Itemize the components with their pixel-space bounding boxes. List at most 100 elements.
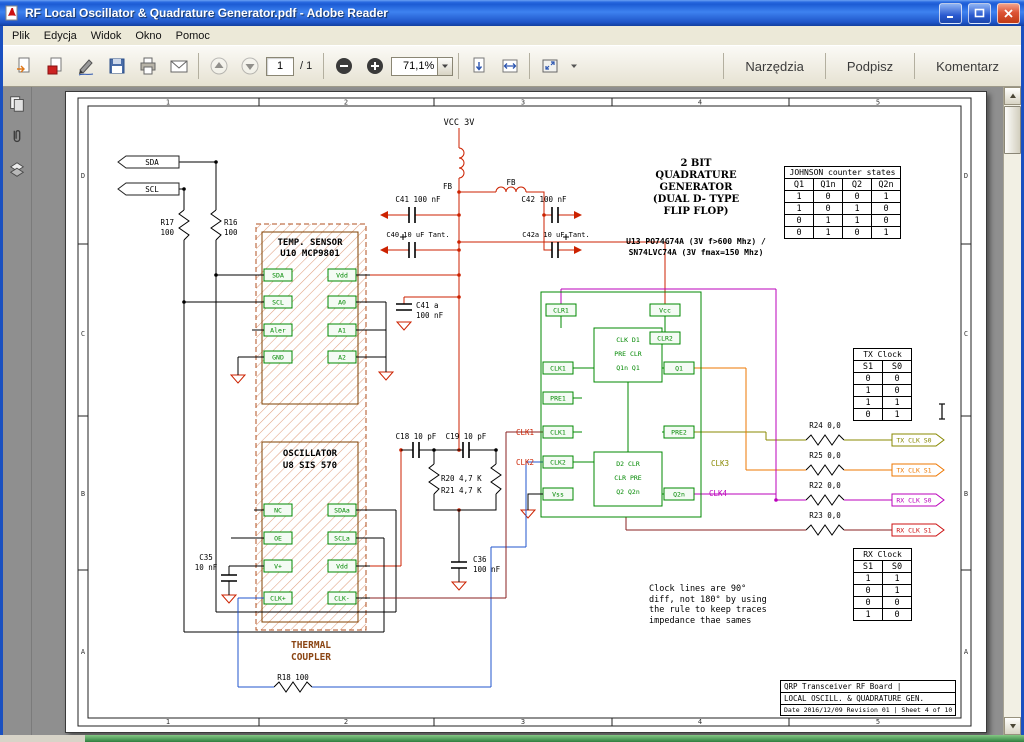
note-line: impedance thae sames	[649, 616, 767, 627]
c40-label: C40 10 uF Tant.	[386, 231, 449, 239]
scroll-up-button[interactable]	[1004, 87, 1021, 105]
c41a-label-1: C41 a	[416, 301, 439, 310]
file-tools-group	[9, 52, 193, 81]
scroll-down-button[interactable]	[1004, 717, 1021, 735]
ff2-row: CLR PRE	[614, 474, 641, 482]
page-thumbnails-icon[interactable]	[8, 95, 26, 113]
cell: 0	[872, 215, 901, 227]
sign-panel-button[interactable]: Podpisz	[831, 59, 909, 74]
u13-part-numbers: U13 PO74G74A (3V f>600 Mhz) / SN74LVC74A…	[561, 236, 831, 258]
heading-line: FLIP FLOP)	[606, 206, 786, 218]
ff-pin-label: CLK2	[550, 459, 566, 467]
pin-label: CLK+	[270, 595, 286, 603]
pin-label: A0	[338, 299, 346, 307]
attachments-paperclip-icon[interactable]	[8, 128, 26, 146]
heading-line: (DUAL D- TYPE	[606, 194, 786, 206]
tx-clock-table: TX Clock S1 S0 00 10 11 01	[853, 348, 912, 421]
cell: 0	[814, 203, 843, 215]
r22-label: R22 0,0	[809, 481, 841, 490]
zoom-dropdown-button[interactable]	[437, 58, 452, 75]
fit-width-icon	[500, 56, 520, 76]
page-number-input[interactable]: 1	[266, 57, 294, 76]
maximize-button[interactable]	[968, 3, 991, 24]
r23-label: R23 0,0	[809, 511, 841, 520]
email-icon	[169, 56, 189, 76]
page-total-label: / 1	[300, 60, 312, 72]
email-button[interactable]	[164, 52, 193, 81]
cell: 0	[785, 215, 814, 227]
heading-line: GENERATOR	[606, 182, 786, 194]
ff-pin-label: CLR2	[657, 335, 673, 343]
print-button[interactable]	[133, 52, 162, 81]
zoom-out-button[interactable]	[329, 52, 358, 81]
open-file-button[interactable]	[9, 52, 38, 81]
r17-ref: R17	[160, 218, 174, 227]
grid-label: 4	[698, 718, 702, 726]
sign-button[interactable]	[71, 52, 100, 81]
minimize-icon	[945, 8, 956, 19]
ff-pin-label: Q1	[675, 365, 683, 373]
menu-plik[interactable]: Plik	[5, 28, 37, 44]
cell: 0	[854, 597, 883, 609]
zoom-in-button[interactable]	[360, 52, 389, 81]
create-pdf-button[interactable]	[40, 52, 69, 81]
fullscreen-button[interactable]	[535, 52, 564, 81]
menu-edycja[interactable]: Edycja	[37, 28, 84, 44]
menu-widok[interactable]: Widok	[84, 28, 129, 44]
scroll-mode-icon	[469, 56, 489, 76]
ff2-row: D2 CLR	[616, 460, 640, 468]
toolbar-overflow-button[interactable]	[566, 52, 582, 81]
scrollbar-thumb[interactable]	[1004, 106, 1021, 154]
c18-label: C18 10 pF	[396, 432, 437, 441]
save-button[interactable]	[102, 52, 131, 81]
previous-page-button[interactable]	[204, 52, 233, 81]
comment-panel-button[interactable]: Komentarz	[920, 59, 1015, 74]
vertical-scrollbar[interactable]	[1003, 87, 1021, 735]
toolbar-separator	[198, 53, 199, 79]
close-button[interactable]	[997, 3, 1020, 24]
scrollbar-track[interactable]	[1004, 155, 1021, 717]
note-line: the rule to keep traces	[649, 605, 767, 616]
oscillator-title: OSCILLATOR	[283, 449, 338, 459]
col-header: S1	[854, 361, 883, 373]
grid-label: D	[81, 172, 85, 180]
r17-val: 100	[160, 228, 174, 237]
minimize-button[interactable]	[939, 3, 962, 24]
fullscreen-icon	[540, 56, 560, 76]
cell: 0	[883, 385, 912, 397]
pin-label: GND	[272, 354, 284, 362]
cell: 1	[854, 397, 883, 409]
scroll-mode-button[interactable]	[464, 52, 493, 81]
rx-clock-table: RX Clock S1 S0 11 01 00 10	[853, 548, 912, 621]
quadrature-heading: 2 BIT QUADRATURE GENERATOR (DUAL D- TYPE…	[606, 158, 786, 218]
grid-label: 5	[876, 99, 880, 107]
save-icon	[107, 56, 127, 76]
fit-width-button[interactable]	[495, 52, 524, 81]
c41a-label-2: 100 nF	[416, 311, 444, 320]
grid-label: A	[81, 648, 86, 656]
zoom-level-combobox[interactable]: 71,1%	[391, 57, 453, 76]
tools-panel-button[interactable]: Narzędzia	[729, 59, 820, 74]
cell: 1	[814, 215, 843, 227]
col-header: Q2n	[872, 179, 901, 191]
r21-label: R21 4,7 K	[441, 486, 482, 495]
thermal-label-1: THERMAL	[291, 640, 331, 651]
u13-line: U13 PO74G74A (3V f>600 Mhz) /	[561, 236, 831, 247]
next-page-button[interactable]	[235, 52, 264, 81]
johnson-counter-table: JOHNSON counter states Q1 Q1n Q2 Q2n 1 0…	[784, 166, 901, 239]
menu-okno[interactable]: Okno	[128, 28, 168, 44]
grid-label: C	[81, 330, 85, 338]
menu-pomoc[interactable]: Pomoc	[169, 28, 217, 44]
temp-sensor-ref: U10 MCP9801	[280, 249, 340, 259]
col-header: Q1	[785, 179, 814, 191]
content-area: 1 2 3 4 5 1 2 3 4 5 D C B	[3, 87, 1021, 735]
cell: 0	[854, 373, 883, 385]
ff2-row: Q2 Q2n	[616, 488, 640, 496]
u13-line: SN74LVC74A (3V fmax=150 Mhz)	[561, 247, 831, 258]
maximize-icon	[974, 8, 985, 19]
c19-label: C19 10 pF	[446, 432, 487, 441]
cell: 1	[883, 409, 912, 421]
layers-icon[interactable]	[8, 161, 26, 179]
ff1-row: CLK D1	[616, 336, 640, 344]
chevron-down-icon	[441, 62, 449, 70]
